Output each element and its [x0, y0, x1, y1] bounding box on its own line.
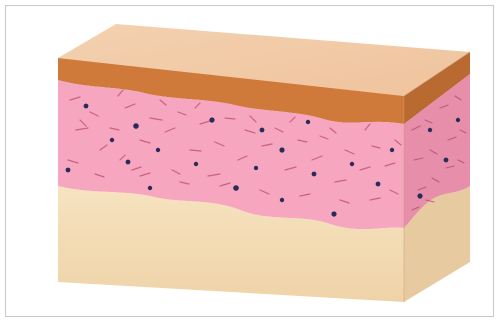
skin-block-illustration — [0, 0, 500, 322]
